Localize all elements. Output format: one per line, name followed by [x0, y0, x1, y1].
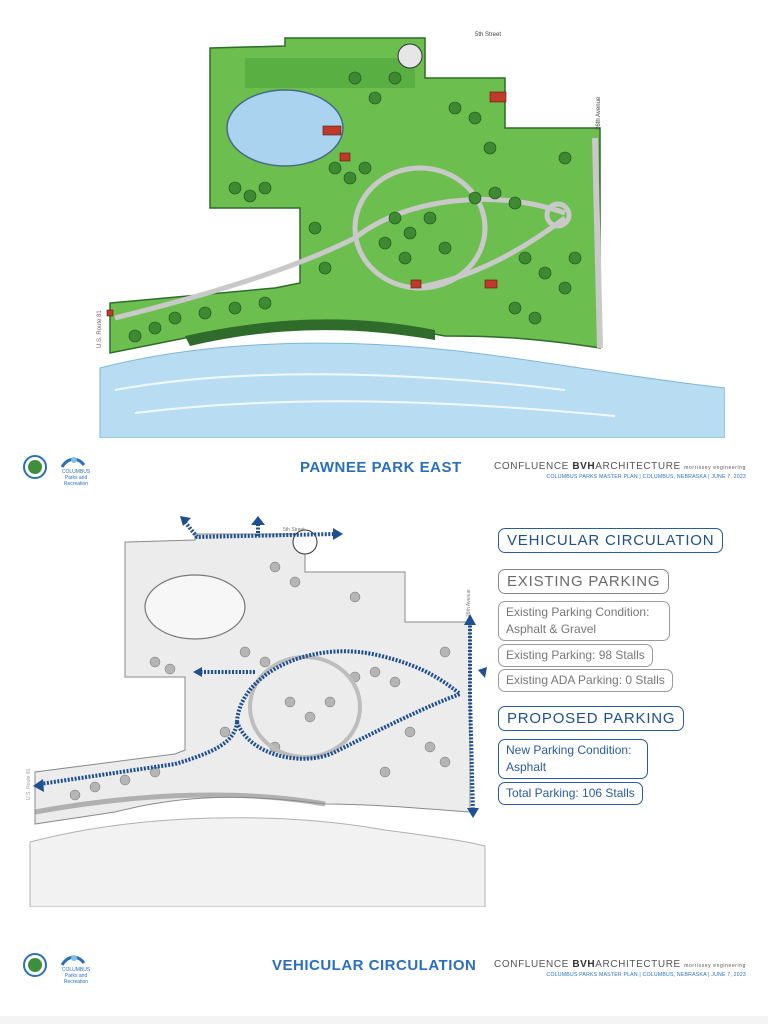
legend-existing-ada: Existing ADA Parking: 0 Stalls — [498, 669, 673, 692]
consultant-morrissey-2: morrissey engineering — [684, 963, 746, 969]
consultant-bvh: BVH — [572, 461, 596, 472]
next-slide-peek — [0, 1016, 768, 1024]
route-label-left: U.S. Route 81 — [97, 310, 103, 348]
city-seal-logo — [23, 455, 47, 479]
circulation-route-main-west — [39, 721, 239, 786]
route-label-left-2: U.S. Route 81 — [26, 768, 32, 800]
consultant-confluence: CONFLUENCE — [494, 461, 569, 472]
consultants-block-2: CONFLUENCE BVHARCHITECTURE morrissey eng… — [494, 959, 746, 978]
arrow-head-west — [33, 779, 44, 792]
parks-logo: COLUMBUS Parks and Recreation — [54, 455, 98, 487]
consultant-bvh-2: BVH — [572, 959, 596, 970]
circulation-route-loop-south — [235, 692, 461, 761]
street-label-top-2: 5th Street — [283, 527, 305, 533]
project-line-2: COLUMBUS PARKS MASTER PLAN | COLUMBUS, N… — [546, 972, 746, 978]
legend-proposed-condition-text: New Parking Condition: Asphalt — [506, 743, 632, 774]
legend-existing-stalls: Existing Parking: 98 Stalls — [498, 644, 653, 667]
arrow-head-east-branch — [478, 667, 487, 678]
legend-existing-condition-text: Existing Parking Condition: Asphalt & Gr… — [506, 605, 650, 636]
consultant-morrissey: morrissey engineering — [684, 465, 746, 471]
site-plan-circulation-map: 5th Street 26th Avenue U.S. Route 81 — [25, 512, 495, 907]
parks-logo-subtext-2: Parks and Recreation — [63, 973, 89, 985]
parks-logo-text: COLUMBUS — [61, 469, 91, 475]
consultant-confluence-2: CONFLUENCE — [494, 959, 569, 970]
arrow-head-top-left — [180, 516, 191, 526]
arrow-head-north-east — [464, 614, 476, 625]
legend-heading-proposed: PROPOSED PARKING — [498, 706, 685, 731]
circulation-route-east — [468, 622, 475, 813]
legend-existing-condition: Existing Parking Condition: Asphalt & Gr… — [498, 601, 670, 641]
parks-logo-2: COLUMBUS Parks and Recreation — [54, 953, 98, 985]
arrow-head-south-east — [467, 808, 479, 818]
slide1-title: PAWNEE PARK EAST — [300, 459, 462, 476]
avenue-label-right: 26th Avenue — [596, 96, 602, 130]
arrow-head-top-mid — [251, 516, 265, 525]
parks-logo-text-2: COLUMBUS — [61, 967, 91, 973]
legend-heading-vehicular: VEHICULAR CIRCULATION — [498, 528, 724, 553]
arrow-head-spur-west — [193, 667, 202, 677]
consultant-names: CONFLUENCE BVHARCHITECTURE morrissey eng… — [494, 461, 746, 472]
consultant-names-2: CONFLUENCE BVHARCHITECTURE morrissey eng… — [494, 959, 746, 970]
consultants-block-1: CONFLUENCE BVHARCHITECTURE morrissey eng… — [494, 461, 746, 480]
arrow-head-top-right — [333, 528, 343, 540]
consultant-architecture: ARCHITECTURE — [595, 461, 681, 472]
consultant-architecture-2: ARCHITECTURE — [595, 959, 681, 970]
circulation-route-loop — [235, 649, 462, 723]
legend-proposed-condition: New Parking Condition: Asphalt — [498, 739, 648, 779]
project-line: COLUMBUS PARKS MASTER PLAN | COLUMBUS, N… — [546, 474, 746, 480]
street-label-top: 5th Street — [475, 32, 501, 38]
parks-logo-subtext: Parks and Recreation — [63, 475, 89, 487]
legend-heading-existing: EXISTING PARKING — [498, 569, 670, 594]
avenue-label-right-2: 26th Avenue — [466, 589, 472, 617]
site-plan-color-map: 5th Street 26th Avenue U.S. Route 81 — [95, 18, 725, 438]
circulation-route-top — [183, 520, 336, 540]
legend-proposed-total: Total Parking: 106 Stalls — [498, 782, 643, 805]
city-seal-logo-2 — [23, 953, 47, 977]
slide2-title: VEHICULAR CIRCULATION — [272, 957, 477, 974]
